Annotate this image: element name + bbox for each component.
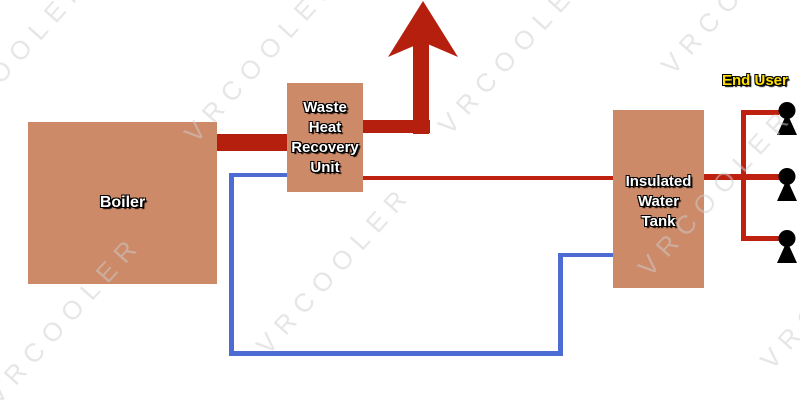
node-waste-heat-recovery-unit: Waste Heat Recovery Unit (287, 83, 363, 192)
exhaust-arrow-icon (388, 1, 458, 134)
tank-label-line: Tank (641, 213, 676, 230)
pipe-whru-to-tank (362, 176, 614, 180)
whru-label-line: Waste (303, 98, 347, 116)
pipe-branch-top (741, 110, 779, 115)
whru-label-line: Unit (310, 158, 340, 176)
node-insulated-water-tank: Insulated Water Tank (613, 110, 704, 288)
whru-label-line: Recovery (291, 138, 359, 156)
watermark-text: VRCOOLER (250, 178, 419, 361)
pipe-return-vertical-left (229, 173, 234, 355)
pipe-return-to-whru (229, 173, 287, 177)
person-icon (777, 230, 797, 263)
pipe-return-vertical-right (558, 253, 563, 356)
watermark-text: VRCOOLER (754, 193, 800, 376)
tank-label-line: Water (637, 193, 680, 210)
whru-label-line: Heat (308, 118, 342, 136)
pipe-boiler-to-whru (216, 134, 288, 151)
pipe-users-manifold (741, 110, 746, 241)
person-icon (777, 102, 797, 135)
pipe-return-from-tank (558, 253, 613, 257)
end-user-label: End User (722, 72, 788, 89)
pipe-return-bottom (229, 351, 563, 356)
person-icon (777, 168, 797, 201)
boiler-label: Boiler (99, 194, 146, 211)
tank-label-line: Insulated (625, 173, 692, 190)
node-boiler: Boiler (28, 122, 217, 284)
pipe-branch-bottom (741, 236, 779, 241)
watermark-text: VRCOOLER (655, 0, 800, 81)
